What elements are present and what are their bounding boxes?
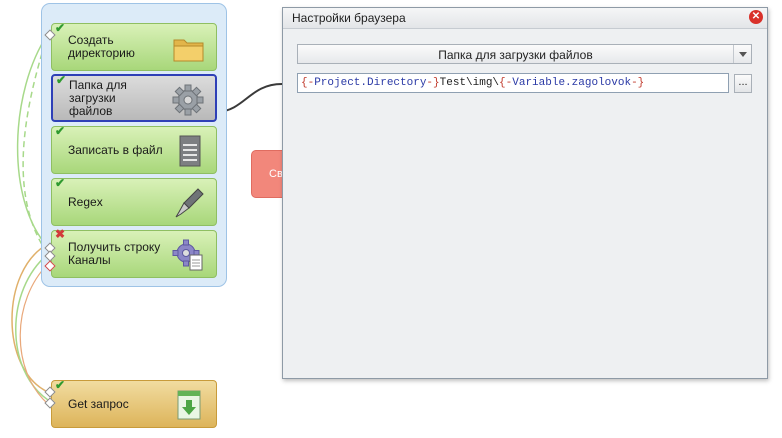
document-icon [179,135,201,167]
dialog-titlebar[interactable]: Настройки браузера ✕ [283,8,767,29]
download-icon [177,390,201,420]
settings-type-select[interactable]: Папка для загрузки файлов [297,44,752,64]
macro-open: {- [301,77,315,89]
node-get-string[interactable]: ✖ Получить строку Каналы [51,227,217,278]
node-regex[interactable]: ✔ Regex [51,176,217,226]
status-error-icon: ✖ [55,227,66,241]
macro-close: -} [426,77,440,89]
gear-icon [172,84,204,116]
node-label: Get запрос [68,396,129,411]
close-icon[interactable]: ✕ [749,10,763,24]
node-get-request[interactable]: ✔ Get запрос [51,378,217,428]
pen-nib-icon [175,188,204,218]
chevron-down-icon[interactable] [733,45,751,63]
status-ok-icon: ✔ [55,21,66,35]
dialog-title: Настройки браузера [292,11,406,25]
node-label: Св [269,168,283,180]
browser-settings-dialog: Настройки браузера ✕ Папка для загрузки … [282,7,768,379]
status-ok-icon: ✔ [55,124,66,138]
node-create-directory[interactable]: ✔ Создать директорию [51,21,217,71]
status-ok-icon: ✔ [56,73,67,87]
status-ok-icon: ✔ [55,176,66,190]
macro-name: Project.Directory [314,77,427,89]
macro-name: Variable.zagolovok [512,77,632,89]
select-value: Папка для загрузки файлов [438,48,593,62]
path-text: Test\img\ [439,77,500,89]
macro-close: -} [631,77,645,89]
node-label: Папка для загрузки файлов [69,77,127,118]
download-path-input[interactable]: {-Project.Directory-}Test\img\{-Variable… [297,73,729,93]
node-download-folder[interactable]: ✔ Папка для загрузки файлов [51,74,217,122]
macro-open: {- [499,77,513,89]
status-ok-icon: ✔ [55,378,66,392]
node-label: Записать в файл [68,142,163,157]
node-label: Regex [68,194,103,209]
browse-button[interactable]: ... [734,74,752,93]
node-label: Получить строку Каналы [68,240,161,267]
node-label: Создать директорию [68,33,135,60]
gear-document-icon [172,239,203,271]
folder-icon [173,39,204,62]
node-write-file[interactable]: ✔ Записать в файл [51,124,217,174]
